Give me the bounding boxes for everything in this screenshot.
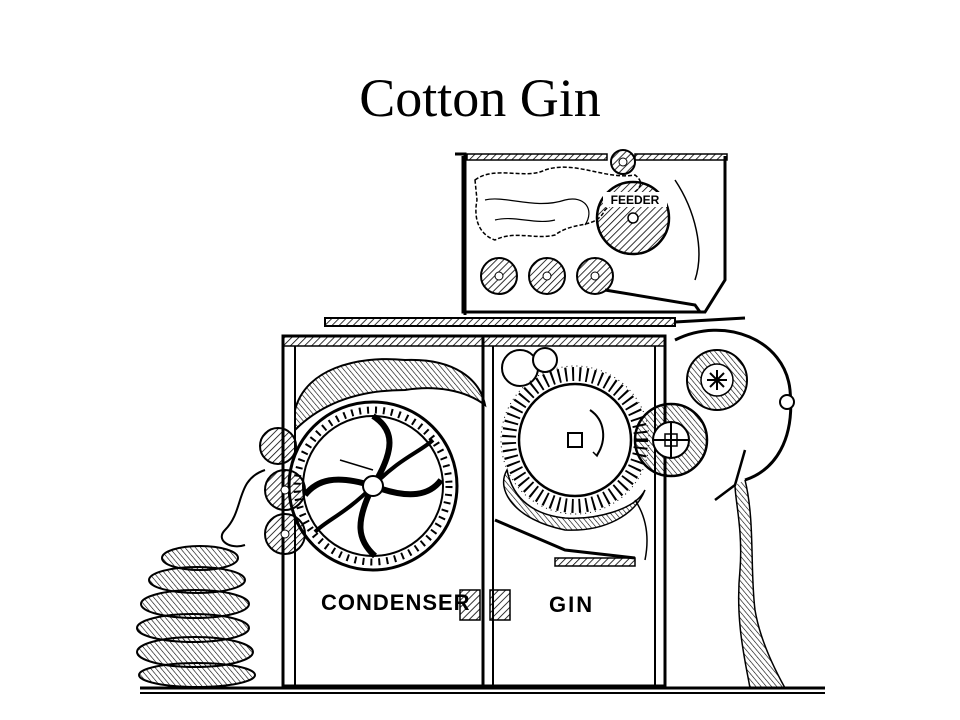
- label-feeder: FEEDER: [611, 193, 660, 207]
- top-plank: [324, 316, 746, 327]
- cotton-gin-diagram: FEEDER: [136, 149, 825, 694]
- slide-title: Cotton Gin: [359, 68, 601, 128]
- condenser-drum: [287, 358, 487, 572]
- brush-cylinder: [633, 402, 709, 478]
- condenser-label-box: CONDENSER: [321, 590, 471, 615]
- gin-saw-drum: [500, 347, 650, 561]
- lint-bat-pile: [136, 469, 266, 688]
- label-condenser: CONDENSER: [321, 590, 471, 615]
- main-cabinet: [281, 334, 667, 688]
- feeder-hopper: FEEDER: [455, 149, 728, 315]
- feed-board: [494, 518, 636, 567]
- gin-label-box: GIN: [549, 592, 594, 617]
- fan-housing: [674, 328, 795, 689]
- floor-base: [140, 686, 825, 694]
- label-gin: GIN: [549, 592, 594, 617]
- condenser-rollers: [259, 427, 306, 555]
